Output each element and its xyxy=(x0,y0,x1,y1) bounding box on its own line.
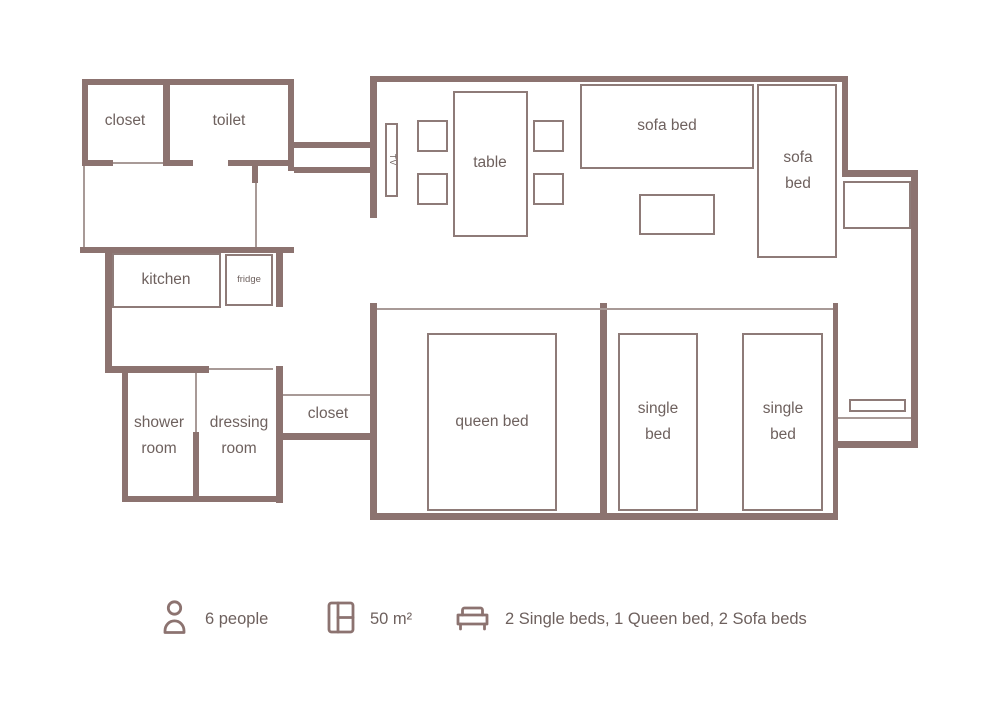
wall xyxy=(82,79,294,85)
sofa-bed-top-label: sofa bed xyxy=(637,117,697,134)
wall xyxy=(370,513,838,520)
wall xyxy=(370,76,377,218)
room-boundary-line xyxy=(195,373,197,432)
closet-bottom-label: closet xyxy=(307,405,349,422)
capacity-label: 6 people xyxy=(205,610,269,628)
dining-table xyxy=(453,91,528,237)
wall xyxy=(105,253,112,369)
toilet-label: toilet xyxy=(212,112,246,129)
tv xyxy=(385,123,398,197)
queen-bed-label: queen bed xyxy=(455,413,529,430)
wall xyxy=(228,160,294,166)
floor-area-icon xyxy=(327,601,355,634)
kitchen-counter xyxy=(112,253,221,308)
single-bed xyxy=(618,333,698,511)
wall xyxy=(82,160,113,166)
dining-chair xyxy=(417,120,448,152)
wall xyxy=(911,170,918,448)
table-label: table xyxy=(473,154,507,171)
sofa-bed-horizontal xyxy=(580,84,754,169)
wall xyxy=(163,79,170,166)
wall xyxy=(600,303,607,520)
wall xyxy=(842,76,848,176)
fridge-label: fridge xyxy=(237,274,261,285)
wall xyxy=(163,160,193,166)
room-boundary-line xyxy=(255,183,257,248)
wall xyxy=(82,79,88,166)
dining-chair xyxy=(417,173,448,205)
wall xyxy=(80,247,294,253)
dressing-room-label: dressing room xyxy=(209,414,269,457)
wall xyxy=(288,79,294,171)
kitchen-label: kitchen xyxy=(141,271,191,288)
wall xyxy=(370,303,377,520)
tv-label: TV xyxy=(388,153,397,167)
area-label: 50 m² xyxy=(370,610,413,628)
room-boundary-line xyxy=(838,417,911,419)
dining-chair xyxy=(533,173,564,205)
room-boundary-line xyxy=(209,368,273,370)
wall xyxy=(842,170,918,177)
closet-top-label: closet xyxy=(104,112,146,129)
wall xyxy=(283,433,372,440)
single-bed-2-label: single bed xyxy=(762,400,804,443)
coffee-table xyxy=(639,194,715,235)
wall xyxy=(833,303,838,520)
wall xyxy=(193,432,199,496)
wall xyxy=(833,441,918,448)
dining-chair xyxy=(533,120,564,152)
storage-box xyxy=(843,181,911,229)
wall xyxy=(105,366,209,373)
wall xyxy=(276,253,283,307)
wall xyxy=(288,142,376,148)
single-bed xyxy=(742,333,823,511)
wall xyxy=(276,366,283,503)
room-boundary-line xyxy=(113,162,163,164)
wall xyxy=(122,496,283,502)
beds-label: 2 Single beds, 1 Queen bed, 2 Sofa beds xyxy=(505,610,807,628)
shelf xyxy=(849,399,906,412)
queen-bed xyxy=(427,333,557,511)
wall xyxy=(294,167,376,173)
wall xyxy=(252,160,258,183)
fridge xyxy=(225,254,273,306)
bed-icon xyxy=(456,604,489,632)
room-boundary-line xyxy=(283,394,372,396)
person-icon xyxy=(162,599,187,635)
single-bed-1-label: single bed xyxy=(637,400,679,443)
wall xyxy=(370,76,848,82)
sofa-bed-vertical xyxy=(757,84,837,258)
room-boundary-line xyxy=(83,166,85,248)
sofa-bed-right-label: sofa bed xyxy=(783,149,813,192)
shower-room-label: shower room xyxy=(134,414,184,457)
wall xyxy=(122,373,128,502)
room-boundary-line xyxy=(377,308,833,310)
